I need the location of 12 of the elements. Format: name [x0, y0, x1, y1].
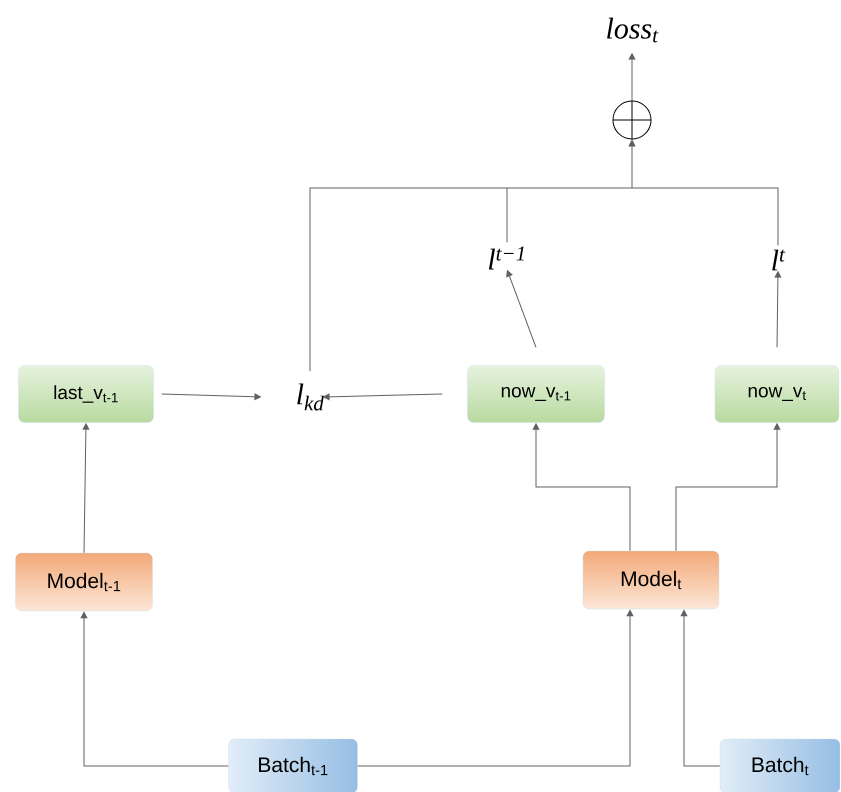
vector-box: last_v$_{t-1}$: [18, 365, 154, 423]
math-label: loss$_{t}$: [607, 18, 658, 42]
math-label: l$^{t}$: [772, 250, 786, 270]
vector-box: now_v$_{t-1}$: [467, 365, 605, 423]
batch-box: Batch$_{t-1}$: [228, 738, 358, 792]
model-box: Model$_{t}$: [582, 550, 720, 610]
model-box: Model$_{t-1}$: [15, 552, 153, 612]
math-label: l$_{kd}$: [297, 383, 324, 411]
batch-box: Batch$_{t}$: [720, 738, 840, 792]
vector-box: now_v$_{t}$: [714, 365, 840, 423]
sum-circle: [612, 100, 652, 140]
math-label: l$^{t−1}$: [488, 246, 524, 270]
